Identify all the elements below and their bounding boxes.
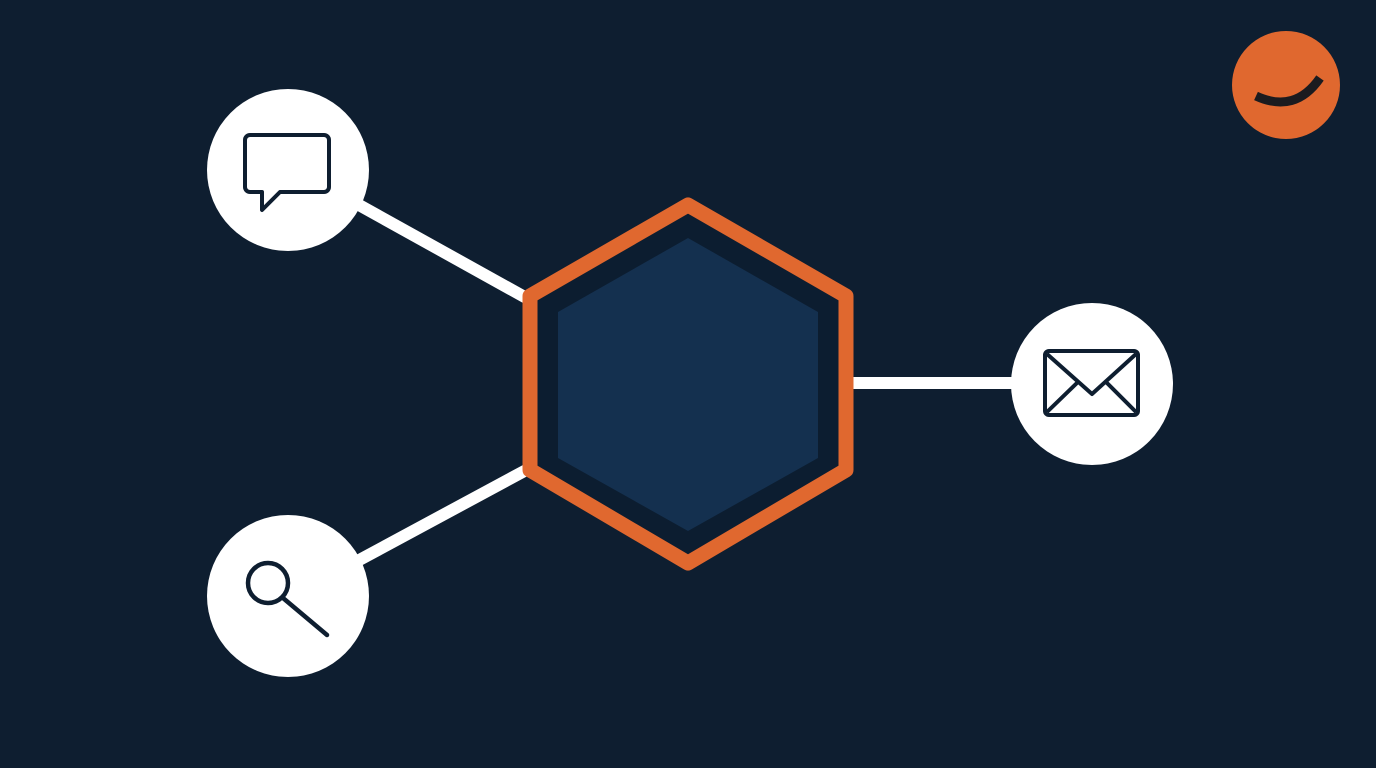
- envelope-icon: [1043, 349, 1140, 417]
- search-icon: [245, 560, 330, 638]
- connector-search: [347, 462, 533, 571]
- connectors: [347, 194, 1020, 571]
- chat-bubble-icon: [243, 133, 331, 212]
- node-chat: [207, 89, 369, 251]
- hub-core: [558, 238, 818, 531]
- connector-chat: [347, 194, 533, 306]
- hub-hexagon: [522, 197, 854, 571]
- smile-logo-icon: [1254, 75, 1324, 107]
- logo: [1232, 31, 1340, 139]
- node-search: [207, 515, 369, 677]
- node-mail: [1011, 303, 1173, 465]
